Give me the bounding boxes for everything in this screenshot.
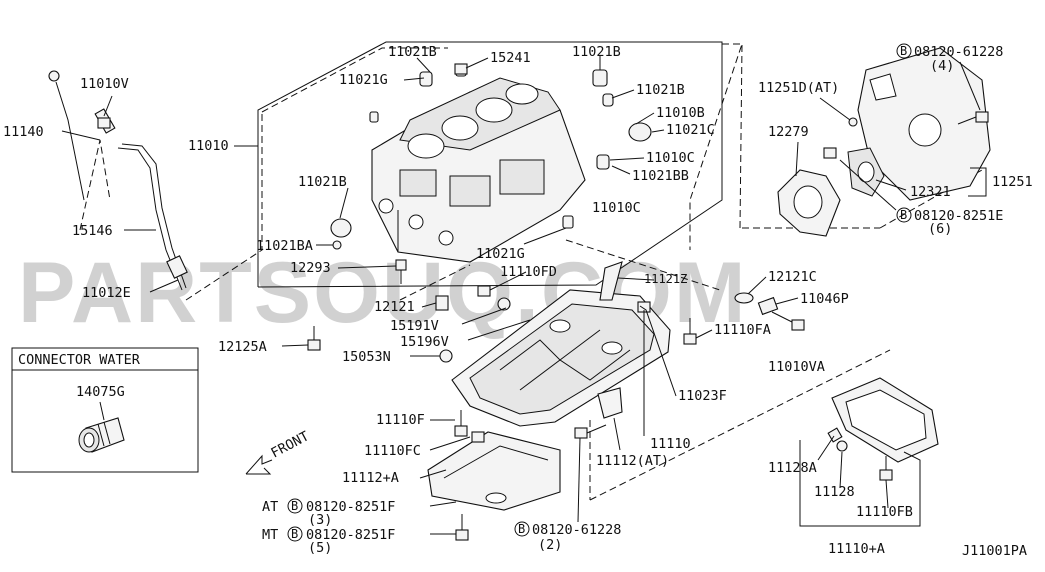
diagram-id: J11001PA	[962, 543, 1027, 559]
part-14075G: 14075G	[76, 384, 125, 400]
part-12121: 12121	[374, 299, 415, 315]
bolt-code: 08120-8251F	[306, 527, 395, 543]
part-12279: 12279	[768, 124, 809, 140]
part-11110F: 11110F	[376, 412, 425, 428]
part-11110A: 11110+A	[828, 541, 885, 557]
bolt-code: 08120-8251E	[914, 208, 1003, 224]
part-11021B-c: 11021B	[636, 82, 685, 98]
front-arrow-icon	[245, 454, 273, 475]
part-11010V: 11010V	[80, 76, 129, 92]
water-connector-icon	[78, 417, 125, 453]
part-11021B-b: 11021B	[572, 44, 621, 60]
part-11046P: 11046P	[800, 291, 849, 307]
part-15146: 15146	[72, 223, 113, 239]
part-11128: 11128	[814, 484, 855, 500]
part-11021BB: 11021BB	[632, 168, 689, 184]
bolt-qty: (4)	[930, 58, 954, 74]
bolts	[97, 63, 989, 541]
part-11251DAT: 11251D(AT)	[758, 80, 839, 96]
rear-seal-retainer	[777, 147, 885, 237]
part-11128A: 11128A	[768, 460, 817, 476]
rear-plate	[857, 47, 991, 201]
part-11010C: 11010C	[646, 150, 695, 166]
connector-water-title: CONNECTOR WATER	[18, 352, 141, 368]
part-11010: 11010	[188, 138, 229, 154]
b-circle-icon	[896, 207, 912, 223]
part-11112AT: 11112(AT)	[596, 453, 669, 469]
part-11112A: 11112+A	[342, 470, 399, 486]
part-11110FC: 11110FC	[364, 443, 421, 459]
part-15196V: 15196V	[400, 334, 449, 350]
bolt-code: 08120-61228	[914, 44, 1003, 60]
part-11021G-a: 11021G	[339, 72, 388, 88]
part-11110FB: 11110FB	[856, 504, 913, 520]
part-11140: 11140	[3, 124, 44, 140]
part-12125A: 12125A	[218, 339, 267, 355]
bolt-ref-top-right: B 08120-61228 (4)	[896, 43, 1003, 74]
part-12293: 12293	[290, 260, 331, 276]
svg-text:B: B	[900, 44, 907, 58]
bolt-code: 08120-61228	[532, 522, 621, 538]
part-11021BA: 11021BA	[256, 238, 313, 254]
bolt-qty: (2)	[538, 537, 562, 553]
connector-water-inset: CONNECTOR WATER 14075G	[11, 347, 199, 473]
bolt-qty: (3)	[308, 512, 332, 528]
bolt-ref-bottom-mid: B 08120-61228 (2)	[514, 521, 621, 553]
cylinder-block	[371, 77, 586, 263]
b-circle-icon	[287, 498, 303, 514]
part-11021B-a: 11021B	[388, 44, 437, 60]
part-12121C: 12121C	[768, 269, 817, 285]
bolt-prefix: AT	[262, 499, 278, 515]
part-11251: 11251	[992, 174, 1033, 190]
svg-text:B: B	[518, 522, 525, 536]
connector-water-frame	[11, 347, 199, 473]
b-circle-icon	[896, 43, 912, 59]
part-11012E: 11012E	[82, 285, 131, 301]
svg-text:B: B	[291, 499, 298, 513]
lower-oil-pan	[827, 377, 939, 463]
part-11110FD: 11110FD	[500, 264, 557, 280]
svg-text:B: B	[900, 208, 907, 222]
bolt-ref-mid-right: B 08120-8251E (6)	[896, 207, 1003, 237]
part-11110FA: 11110FA	[714, 322, 771, 338]
bolt-code: 08120-8251F	[306, 499, 395, 515]
part-11021C: 11021C	[666, 122, 715, 138]
bolt-qty: (6)	[928, 221, 952, 237]
part-11021B-d: 11021B	[298, 174, 347, 190]
part-15191V: 15191V	[390, 318, 439, 334]
part-11010C-b: 11010C	[592, 200, 641, 216]
front-direction: FRONT	[245, 428, 312, 475]
part-11010B: 11010B	[656, 105, 705, 121]
bolt-ref-mt: MT B 08120-8251F (5)	[262, 526, 395, 556]
part-11121Z: 11121Z	[644, 272, 687, 286]
upper-oil-pan	[451, 261, 671, 427]
part-11023F: 11023F	[678, 388, 727, 404]
leader-lines	[61, 56, 987, 535]
svg-text:B: B	[291, 527, 298, 541]
part-11010VA: 11010VA	[768, 359, 825, 375]
bolt-prefix: MT	[262, 527, 278, 543]
part-15241: 15241	[490, 50, 531, 66]
b-circle-icon	[514, 521, 530, 537]
front-label: FRONT	[268, 428, 311, 461]
part-11110: 11110	[650, 436, 691, 452]
part-11021G-b: 11021G	[476, 246, 525, 262]
bolt-qty: (5)	[308, 540, 332, 556]
block-frame	[257, 41, 723, 288]
part-15053N: 15053N	[342, 349, 391, 365]
bolt-ref-at: AT B 08120-8251F (3)	[262, 498, 395, 528]
b-circle-icon	[287, 526, 303, 542]
part-labels: 11140 11010V 15146 11012E 11010 11021G 1…	[3, 44, 1033, 559]
part-12321: 12321	[910, 184, 951, 200]
baffle-plate	[427, 431, 561, 511]
guide-lines	[79, 43, 983, 501]
